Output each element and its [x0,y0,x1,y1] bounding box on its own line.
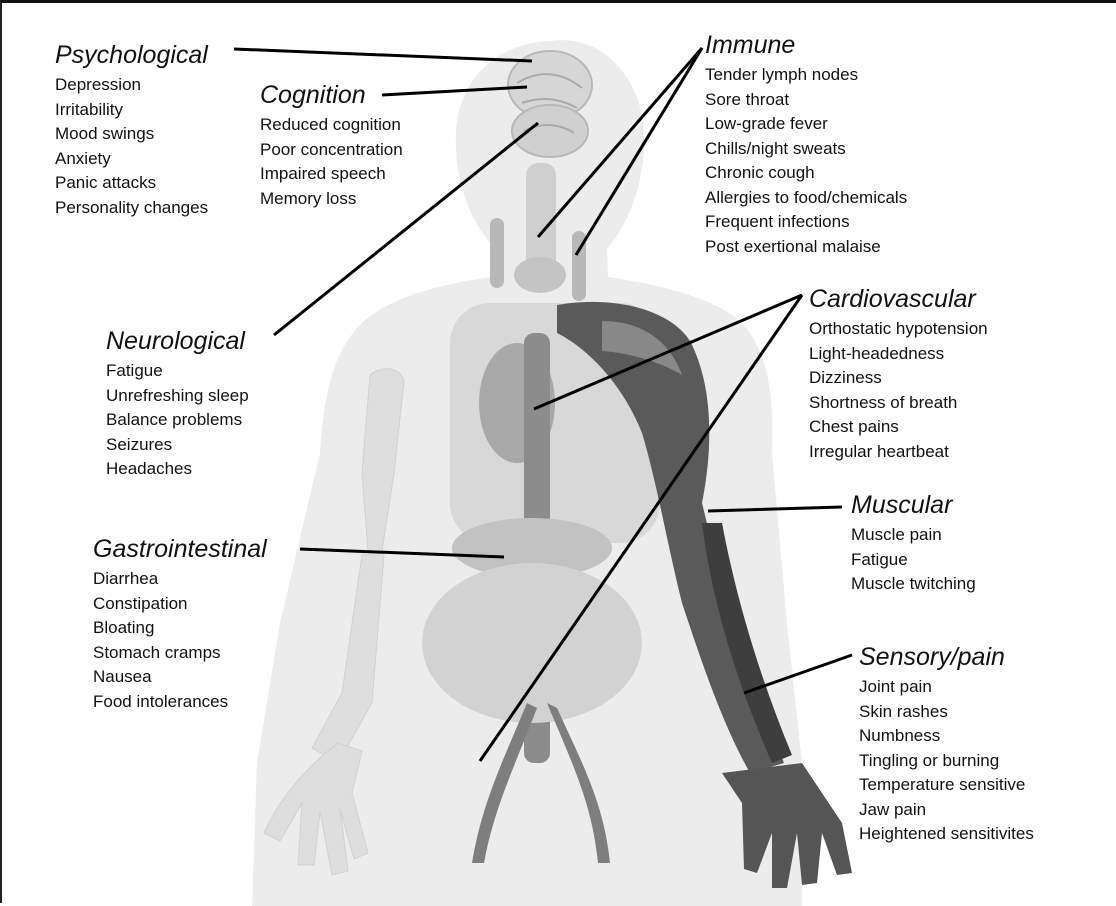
group-immune: Immune Tender lymph nodes Sore throat Lo… [705,31,907,259]
symptom-list: Diarrhea Constipation Bloating Stomach c… [93,567,267,714]
symptom-item: Jaw pain [859,799,927,819]
symptom-item: Balance problems [106,410,243,429]
symptom-item: Sore throat [705,89,790,109]
symptom-item: Low-grade fever [705,114,828,133]
arm-bones [263,368,405,876]
leader-immune-b [574,47,704,256]
symptom-item: Anxiety [55,148,111,168]
muscular-arm [557,301,852,888]
symptom-item: Muscle twitching [851,574,976,593]
symptom-item: Muscle pain [851,525,942,544]
symptom-item: Headaches [106,459,193,478]
group-title: Neurological [106,327,245,355]
group-title: Psychological [55,41,208,69]
leader-cognition [381,85,528,97]
symptom-item: Orthostatic hypotension [809,319,988,338]
leader-sensory [743,653,853,695]
symptom-list: Joint pain Skin rashes Numbness Tingling… [859,675,1034,847]
symptom-item: Heightened sensitivites [859,824,1034,843]
symptom-list: Fatigue Unrefreshing sleep Balance probl… [106,359,249,482]
symptom-item: Dizziness [809,368,882,387]
symptom-item: Numbness [859,726,941,745]
symptom-list: Muscle pain Fatigue Muscle twitching [851,523,976,597]
symptom-item: Chills/night sweats [705,138,846,158]
group-neurological: Neurological Fatigue Unrefreshing sleep … [106,327,249,482]
symptom-item: Joint pain [859,677,932,696]
symptom-item: Bloating [93,618,155,637]
symptom-item: Impaired speech [260,164,386,183]
leader-gastro [299,547,505,559]
group-title: Sensory/pain [859,643,1005,671]
symptom-item: Allergies to food/chemicals [705,187,908,207]
symptom-item: Temperature sensitive [859,775,1026,794]
leader-immune-a [536,47,704,238]
symptom-item: Food intolerances [93,691,229,711]
symptom-item: Mood swings [55,124,155,143]
symptom-item: Depression [55,75,141,94]
symptom-item: Personality changes [55,197,209,217]
group-gastrointestinal: Gastrointestinal Diarrhea Constipation B… [93,535,267,714]
symptom-item: Shortness of breath [809,392,958,412]
throat-organs [490,163,586,301]
leader-cardio-a [533,293,803,411]
symptom-item: Tender lymph nodes [705,65,859,84]
symptom-item: Panic attacks [55,173,157,192]
symptom-item: Stomach cramps [93,642,221,662]
group-title: Muscular [851,491,953,519]
symptom-item: Constipation [93,593,188,613]
symptom-list: Orthostatic hypotension Light-headedness… [809,317,988,464]
leader-muscular [707,505,843,513]
symptom-item: Nausea [93,667,152,686]
symptom-list: Depression Irritability Mood swings Anxi… [55,73,208,220]
brain [507,50,593,158]
symptom-item: Frequent infections [705,212,850,231]
symptom-item: Chest pains [809,417,899,436]
symptom-item: Reduced cognition [260,115,401,134]
leader-cardio-b [478,294,804,762]
group-psychological: Psychological Depression Irritability Mo… [55,41,208,220]
group-title: Gastrointestinal [93,535,267,563]
symptom-item: Fatigue [106,361,163,380]
leader-psychological [233,47,533,63]
group-muscular: Muscular Muscle pain Fatigue Muscle twit… [851,491,976,597]
symptom-item: Skin rashes [859,701,948,721]
symptom-list: Reduced cognition Poor concentration Imp… [260,113,403,211]
group-title: Immune [705,31,796,59]
symptom-list: Tender lymph nodes Sore throat Low-grade… [705,63,907,259]
symptom-item: Post exertional malaise [705,236,881,256]
symptom-item: Diarrhea [93,569,159,588]
symptom-item: Irregular heartbeat [809,441,949,461]
group-title: Cardiovascular [809,285,976,313]
symptom-item: Fatigue [851,549,908,569]
symptom-item: Light-headedness [809,343,945,363]
symptom-item: Poor concentration [260,139,403,159]
group-sensory-pain: Sensory/pain Joint pain Skin rashes Numb… [859,643,1034,847]
symptom-item: Seizures [106,434,173,454]
group-title: Cognition [260,81,366,109]
leader-neurological [273,121,539,337]
group-cognition: Cognition Reduced cognition Poor concent… [260,81,403,211]
symptom-item: Tingling or burning [859,750,1000,770]
leader-lines [233,47,853,762]
symptom-item: Unrefreshing sleep [106,385,249,405]
symptom-item: Memory loss [260,188,357,208]
anatomy-illustration [233,40,853,906]
group-cardiovascular: Cardiovascular Orthostatic hypotension L… [809,285,988,464]
symptom-item: Chronic cough [705,163,815,182]
symptom-item: Irritability [55,99,124,119]
